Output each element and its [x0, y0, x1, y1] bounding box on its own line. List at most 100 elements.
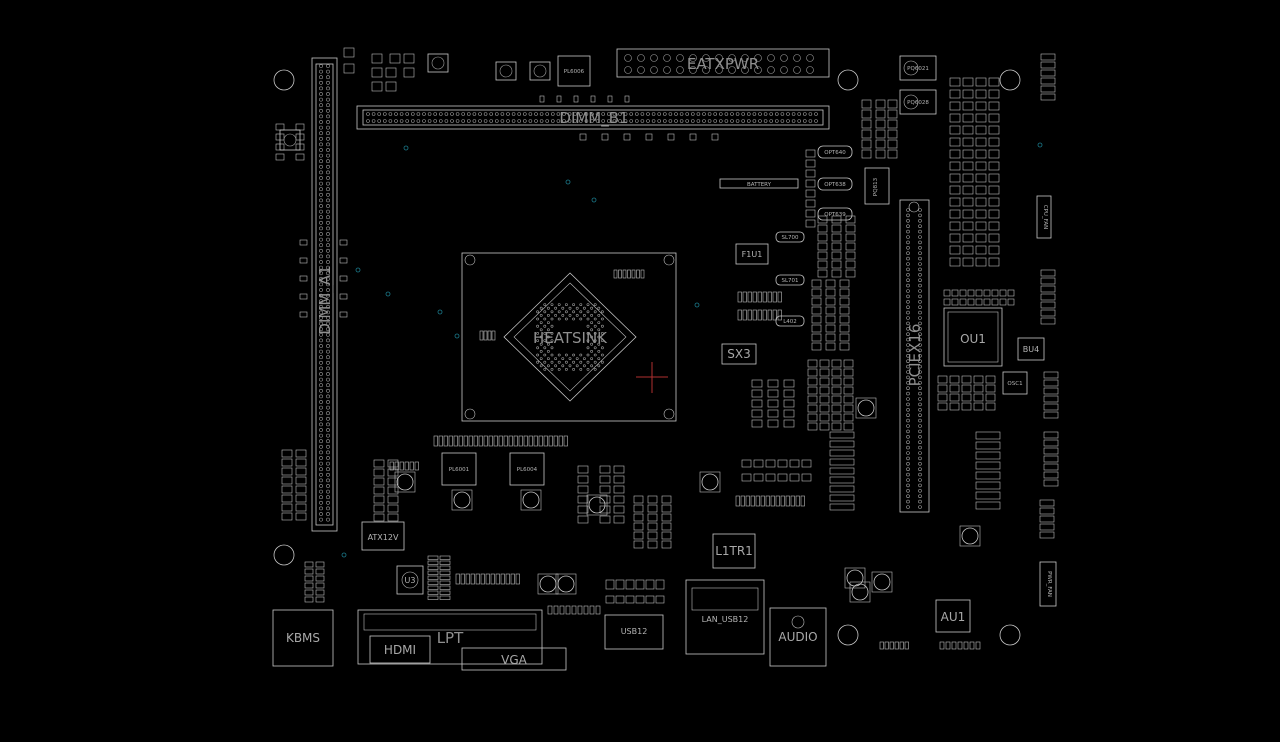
pin-hole — [906, 478, 910, 482]
lan-usb-port[interactable]: LAN_USB12 — [685, 579, 765, 655]
pin-hole — [601, 331, 604, 335]
smd-pad — [622, 269, 627, 279]
smd-pad — [528, 435, 533, 447]
pin-hole — [557, 310, 561, 314]
pin-hole — [763, 112, 768, 116]
pin-hole — [780, 54, 788, 62]
au1-chip[interactable]: AU1 — [935, 599, 971, 633]
heatsink-cpu[interactable]: HEATSINK — [461, 252, 677, 422]
smd-pad — [373, 477, 385, 486]
smd-pad — [975, 113, 987, 123]
sx3-crystal[interactable]: SX3 — [721, 343, 757, 365]
pin-hole — [918, 440, 922, 445]
smd-pad — [577, 505, 589, 514]
smd-pad — [475, 573, 480, 585]
bu4-chip[interactable]: BU4 — [1017, 337, 1045, 361]
pin-hole — [500, 112, 505, 116]
pin-hole — [593, 317, 597, 321]
eatxpwr-connector[interactable]: EATXPWR — [616, 48, 830, 78]
usb12-port[interactable]: USB12 — [604, 614, 664, 650]
pin-hole — [319, 439, 323, 444]
smd-pad — [807, 422, 818, 431]
smd-pad — [975, 257, 987, 267]
battery-holder[interactable]: BATTERY — [719, 178, 799, 189]
pin-hole — [918, 219, 922, 223]
smd-pad — [783, 419, 795, 428]
pin-hole — [593, 353, 597, 357]
pl6006-inductor[interactable]: PL6006 — [557, 55, 591, 87]
smd-pad — [962, 161, 974, 171]
pin-hole — [319, 97, 323, 102]
u3-chip[interactable]: U3 — [396, 565, 424, 595]
hdmi-port[interactable]: HDMI — [369, 635, 431, 664]
smd-pad — [991, 289, 999, 297]
pin-hole — [326, 260, 330, 264]
pin-hole — [319, 304, 323, 309]
smd-pad — [737, 291, 742, 303]
smd-pad — [573, 95, 579, 103]
pq6021-mosfet[interactable]: PQ6021 — [899, 55, 937, 81]
atx12v-connector[interactable]: ATX12V — [361, 521, 405, 551]
pin-hole — [918, 418, 922, 423]
smd-pad — [949, 137, 961, 147]
pin-hole — [319, 344, 323, 348]
pin-hole — [586, 353, 590, 357]
pin-hole — [906, 262, 910, 266]
pin-hole — [319, 271, 323, 276]
pin-hole — [583, 357, 586, 361]
pin-hole — [918, 224, 922, 228]
l1tr1-transformer[interactable]: L1TR1 — [712, 533, 756, 569]
pin-hole — [506, 119, 510, 123]
pin-hole — [410, 112, 415, 116]
pin-hole — [326, 282, 330, 287]
pin-hole — [806, 54, 814, 62]
kbms-port[interactable]: KBMS — [272, 609, 334, 667]
pin-hole — [326, 400, 330, 404]
audio-jack[interactable]: AUDIO — [769, 607, 827, 667]
smd-pad — [959, 525, 981, 547]
smd-pad — [875, 129, 886, 139]
pin-hole — [651, 119, 656, 123]
pin-hole — [572, 310, 576, 314]
ou1-chip[interactable]: OU1 — [943, 307, 1003, 367]
pl6001-inductor[interactable]: PL6001 — [441, 452, 477, 486]
smd-pad — [988, 125, 1000, 135]
pin-hole — [326, 321, 330, 326]
pin-hole — [319, 489, 323, 494]
pciex16-slot[interactable]: PCIEX16 — [899, 199, 930, 513]
pin-hole — [918, 424, 922, 428]
smd-pad — [439, 560, 451, 565]
lpt-port[interactable]: LPT — [357, 609, 543, 665]
smd-pad — [636, 269, 640, 279]
pin-hole — [319, 209, 323, 214]
f1u1-chip[interactable]: F1U1 — [735, 243, 769, 265]
pin-hole — [718, 112, 723, 116]
smd-pad — [1043, 411, 1059, 419]
smd-pad — [439, 575, 451, 580]
smd-pad — [943, 298, 951, 306]
pin-hole — [319, 204, 323, 208]
pin-hole — [543, 360, 547, 364]
pl6004-inductor[interactable]: PL6004 — [509, 452, 545, 486]
smd-pad — [304, 575, 314, 582]
smd-pad — [831, 368, 842, 377]
smd-pad — [485, 573, 490, 585]
vga-port[interactable]: VGA — [461, 647, 567, 671]
pin-hole — [586, 317, 590, 321]
pin-hole — [326, 461, 330, 466]
pin-hole — [550, 310, 554, 314]
pin-hole — [918, 364, 922, 369]
pin-hole — [906, 434, 910, 439]
smd-pad — [1043, 479, 1059, 487]
dimm-b1-slot[interactable]: DIMM_B1 — [356, 105, 830, 130]
smd-pad — [751, 419, 763, 428]
cpu-fan-header[interactable]: CPU_FAN — [1036, 195, 1052, 239]
smd-pad — [633, 513, 644, 522]
smd-pad — [967, 298, 975, 306]
pwr-fan-header[interactable]: PWR_FAN — [1039, 561, 1057, 607]
via — [454, 333, 460, 339]
pq6028-mosfet[interactable]: PQ6028 — [899, 89, 937, 115]
smd-pad — [829, 449, 855, 457]
pin-hole — [319, 472, 323, 477]
dimm-a1-slot[interactable]: DIMM_A1 — [311, 57, 338, 532]
